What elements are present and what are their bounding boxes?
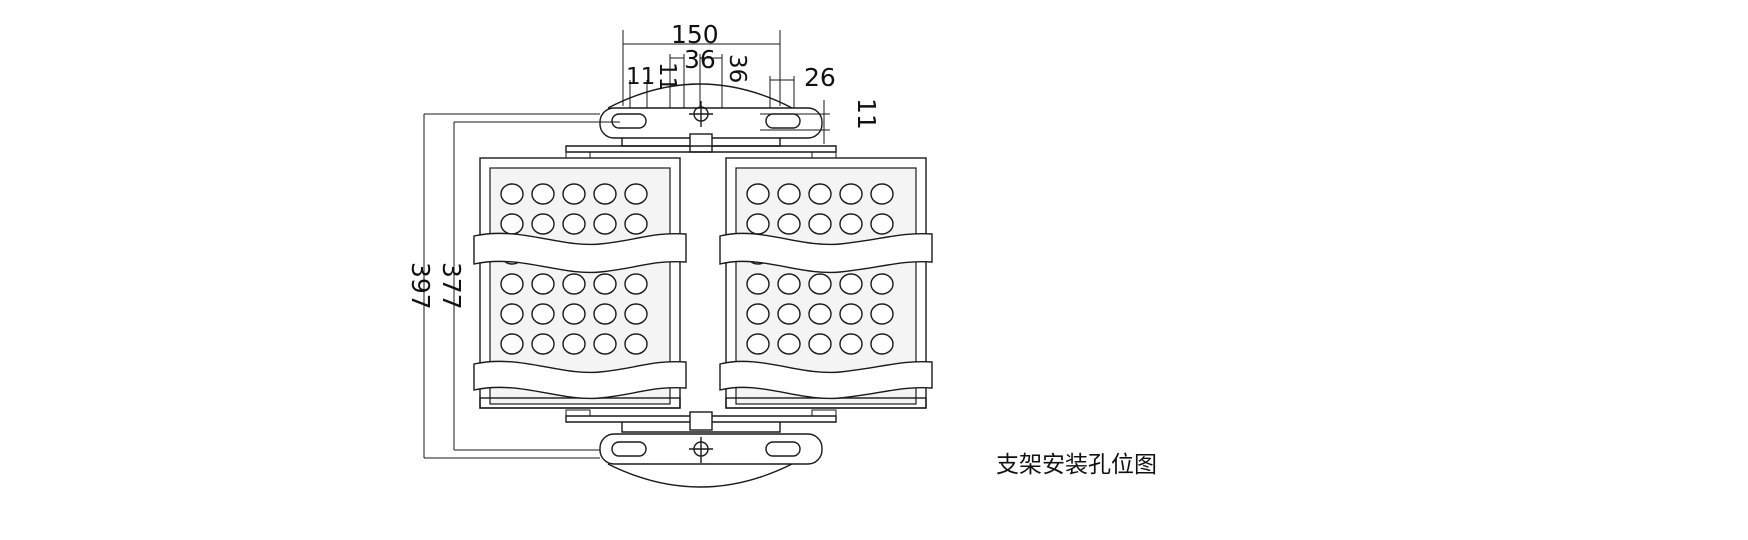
led-hole [808,183,832,205]
led-hole [777,213,801,235]
dim-397: 397 [406,262,435,310]
led-hole [870,333,894,355]
led-hole [531,273,555,295]
led-hole [562,303,586,325]
dim-150: 150 [671,20,719,49]
led-hole [562,183,586,205]
dimension-labels: 150 11 11 36 36 26 11 [626,20,881,130]
dim-11-rotated: 11 [654,62,680,91]
led-hole [777,273,801,295]
break-band-lower [473,360,933,400]
led-hole [500,303,524,325]
led-hole [777,303,801,325]
led-hole [531,303,555,325]
led-hole [562,333,586,355]
led-hole [839,183,863,205]
led-hole [500,333,524,355]
led-hole [531,333,555,355]
top-bracket [565,83,837,159]
led-hole [624,183,648,205]
led-hole [593,183,617,205]
led-hole [500,213,524,235]
led-hole [624,213,648,235]
led-hole [839,333,863,355]
led-hole [746,303,770,325]
led-hole [777,183,801,205]
side-dimensions: 397 377 [406,113,620,459]
led-hole [593,273,617,295]
dim-11-left: 11 [626,64,655,90]
led-hole [593,213,617,235]
led-hole [531,213,555,235]
led-hole [808,273,832,295]
led-hole [746,213,770,235]
top-dimensions [622,30,830,144]
dim-11-right: 11 [852,98,881,130]
led-hole [839,213,863,235]
led-hole [839,303,863,325]
dim-36-rotated: 36 [724,54,750,83]
led-hole [593,303,617,325]
led-hole [624,273,648,295]
led-hole [624,303,648,325]
diagram-caption: 支架安装孔位图 [996,452,1157,478]
led-hole [593,333,617,355]
led-hole [839,273,863,295]
led-hole [870,303,894,325]
led-hole [746,183,770,205]
led-hole [500,183,524,205]
dim-377: 377 [437,262,466,310]
led-hole [777,333,801,355]
led-hole [808,213,832,235]
led-hole [531,183,555,205]
led-hole [870,273,894,295]
led-hole [746,333,770,355]
led-hole [562,213,586,235]
led-hole [500,273,524,295]
led-hole [870,183,894,205]
led-hole [562,273,586,295]
led-hole [808,333,832,355]
led-hole [808,303,832,325]
led-hole [870,213,894,235]
dim-26: 26 [804,63,836,92]
break-band-upper [473,232,933,274]
led-hole [624,333,648,355]
dim-36: 36 [684,45,716,74]
led-hole [746,273,770,295]
bottom-bracket [565,409,837,488]
